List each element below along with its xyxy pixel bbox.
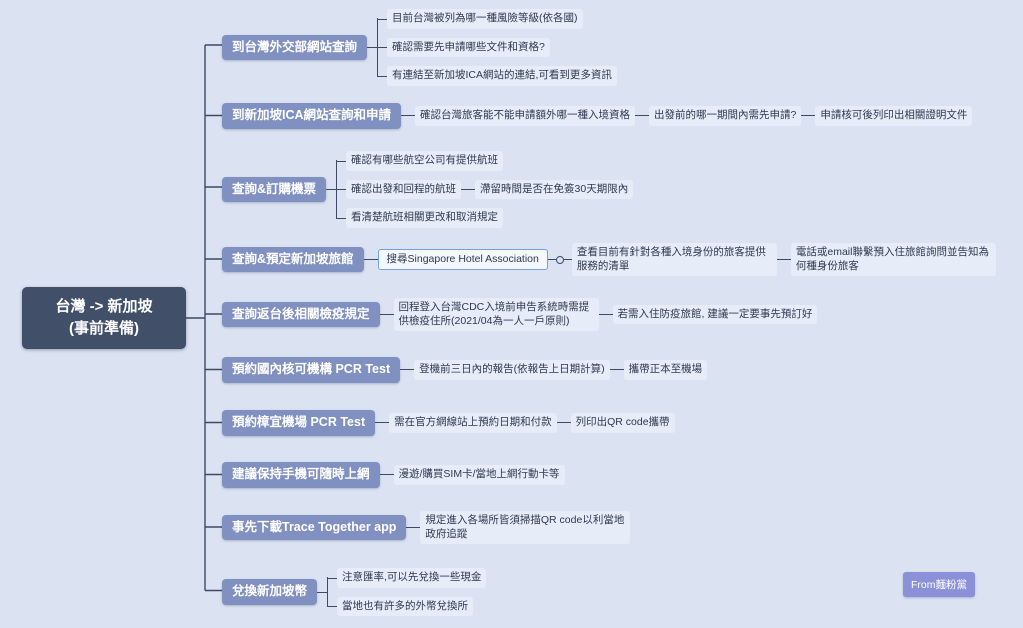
branch-group-trace-together: 事先下載Trace Together app 規定進入各場所皆須掃描QR cod… — [222, 511, 631, 545]
subtopic[interactable]: 有連結至新加坡ICA網站的連結,可看到更多資訊 — [387, 66, 617, 86]
root-topic[interactable]: 台灣 -> 新加坡 (事前準備) — [22, 287, 186, 349]
branch-group-ica: 到新加坡ICA網站查詢和申請 確認台灣旅客能不能申請額外哪一種入境資格 出發前的… — [222, 103, 973, 129]
subtopic[interactable]: 申請核可後列印出相關證明文件 — [815, 105, 973, 126]
subtopic[interactable]: 漫遊/購買SIM卡/當地上網行動卡等 — [393, 464, 565, 485]
subtopic[interactable]: 確認需要先申請哪些文件和資格? — [387, 37, 550, 58]
subtopic[interactable]: 確認出發和回程的航班 — [346, 179, 462, 200]
subtopic[interactable]: 攜帶正本至機場 — [623, 359, 708, 380]
chain-connector — [556, 422, 571, 424]
chain-connector — [406, 527, 421, 529]
branch-topic-currency[interactable]: 兌換新加坡幣 — [222, 579, 318, 605]
hotel-association-topic[interactable]: 搜尋Singapore Hotel Association — [377, 248, 548, 271]
chain-connector — [547, 259, 556, 261]
branch-topic-flights[interactable]: 查詢&訂購機票 — [222, 176, 327, 203]
chain-connector — [801, 115, 816, 117]
subtopic[interactable]: 需在官方網線站上預約日期和付款 — [389, 412, 557, 433]
subtopic-row: 當地也有許多的外幣兌換所 — [326, 596, 486, 617]
chain-connector — [609, 369, 624, 371]
branch-topic-internet[interactable]: 建議保持手機可隨時上網 — [222, 462, 380, 488]
branch-topic-ica[interactable]: 到新加坡ICA網站查詢和申請 — [222, 103, 402, 129]
subtopic[interactable]: 目前台灣被列為哪一種風險等級(依各國) — [387, 9, 583, 29]
branch-group-pcr-domestic: 預約國內核可機構 PCR Test 登機前三日內的報告(依報告上日期計算) 攜帶… — [222, 357, 708, 383]
chain-connector — [776, 259, 791, 261]
chain-connector — [363, 259, 378, 261]
branch-topic-pcr-domestic[interactable]: 預約國內核可機構 PCR Test — [222, 357, 401, 383]
chain-connector — [379, 474, 394, 476]
subtopic[interactable]: 注意匯率,可以先兌換一些現金 — [337, 568, 487, 588]
subtopic-row: 確認需要先申請哪些文件和資格? — [377, 37, 617, 58]
chain-connector — [375, 422, 390, 424]
branch-group-quarantine: 查詢返台後相關檢疫規定 回程登入台灣CDC入境前申告系統時需提供檢疫住所(202… — [222, 298, 818, 332]
branch-connector — [367, 46, 378, 48]
branch-group-flights: 查詢&訂購機票 確認有哪些航空公司有提供航班 確認出發和回程的航班 滯留時間是否… — [222, 151, 634, 228]
subtopic-group: 注意匯率,可以先兌換一些現金 當地也有許多的外幣兌換所 — [326, 568, 487, 617]
subtopic[interactable]: 滯留時間是否在免簽30天期限內 — [475, 179, 634, 200]
subtopic[interactable]: 回程登入台灣CDC入境前申告系統時需提供檢疫住所(2021/04為一人一戶原則) — [393, 298, 599, 332]
branch-group-hotel: 查詢&預定新加坡旅館 搜尋Singapore Hotel Association… — [222, 243, 996, 277]
branch-connector — [317, 591, 328, 593]
subtopic[interactable]: 出發前的哪一期間內需先申請? — [649, 105, 802, 126]
subtopic-group: 目前台灣被列為哪一種風險等級(依各國) 確認需要先申請哪些文件和資格? 有連結至… — [377, 9, 617, 86]
subtopic[interactable]: 列印出QR code攜帶 — [570, 412, 675, 433]
root-topic-line2: (事前準備) — [69, 320, 139, 337]
subtopic[interactable]: 登機前三日內的報告(依報告上日期計算) — [414, 359, 610, 380]
subtopic-row: 有連結至新加坡ICA網站的連結,可看到更多資訊 — [377, 66, 617, 86]
subtopic-group: 確認有哪些航空公司有提供航班 確認出發和回程的航班 滯留時間是否在免簽30天期限… — [336, 151, 634, 228]
branch-topic-quarantine[interactable]: 查詢返台後相關檢疫規定 — [222, 301, 380, 328]
branch-topic-hotel[interactable]: 查詢&預定新加坡旅館 — [222, 246, 364, 273]
branch-topic-pcr-changi[interactable]: 預約樟宜機場 PCR Test — [222, 410, 376, 436]
subtopic-row: 確認出發和回程的航班 滯留時間是否在免簽30天期限內 — [336, 179, 634, 200]
branch-connector — [326, 188, 337, 190]
subtopic[interactable]: 若需入住防疫旅館, 建議一定要事先預訂好 — [612, 304, 818, 325]
subtopic[interactable]: 當地也有許多的外幣兌換所 — [337, 596, 474, 617]
chain-connector — [598, 314, 613, 316]
chain-connector — [635, 115, 650, 117]
root-topic-line1: 台灣 -> 新加坡 — [55, 298, 153, 316]
subtopic-row: 看清楚航班相關更改和取消規定 — [336, 208, 633, 228]
subtopic[interactable]: 電話或email聯繫預入住旅館詢問並告知為何種身份旅客 — [790, 243, 996, 277]
subtopic[interactable]: 確認台灣旅客能不能申請額外哪一種入境資格 — [415, 105, 636, 126]
subtopic-row: 目前台灣被列為哪一種風險等級(依各國) — [377, 9, 617, 29]
subtopic-row: 注意匯率,可以先兌換一些現金 — [326, 568, 487, 588]
branch-group-internet: 建議保持手機可隨時上網 漫遊/購買SIM卡/當地上網行動卡等 — [222, 462, 565, 488]
branch-group-moea: 到台灣外交部網站查詢 目前台灣被列為哪一種風險等級(依各國) 確認需要先申請哪些… — [222, 9, 617, 86]
chain-connector — [401, 115, 416, 117]
chain-connector — [400, 369, 415, 371]
branch-topic-trace-together[interactable]: 事先下載Trace Together app — [222, 514, 407, 541]
chain-connector — [563, 259, 572, 261]
branch-topic-moea[interactable]: 到台灣外交部網站查詢 — [222, 34, 368, 61]
branch-group-pcr-changi: 預約樟宜機場 PCR Test 需在官方網線站上預約日期和付款 列印出QR co… — [222, 410, 675, 436]
branch-group-currency: 兌換新加坡幣 注意匯率,可以先兌換一些現金 當地也有許多的外幣兌換所 — [222, 568, 487, 617]
subtopic[interactable]: 看清楚航班相關更改和取消規定 — [346, 208, 504, 228]
chain-connector — [461, 188, 476, 190]
watermark-badge[interactable]: From麵粉黨 — [903, 572, 975, 597]
subtopic-row: 確認有哪些航空公司有提供航班 — [336, 151, 633, 171]
connector-dot-icon — [555, 255, 564, 264]
subtopic[interactable]: 查看目前有針對各種入境身份的旅客提供服務的清單 — [571, 243, 777, 277]
subtopic[interactable]: 規定進入各場所皆須掃描QR code以利當地政府追蹤 — [420, 511, 631, 545]
subtopic[interactable]: 確認有哪些航空公司有提供航班 — [346, 151, 504, 171]
chain-connector — [379, 314, 394, 316]
